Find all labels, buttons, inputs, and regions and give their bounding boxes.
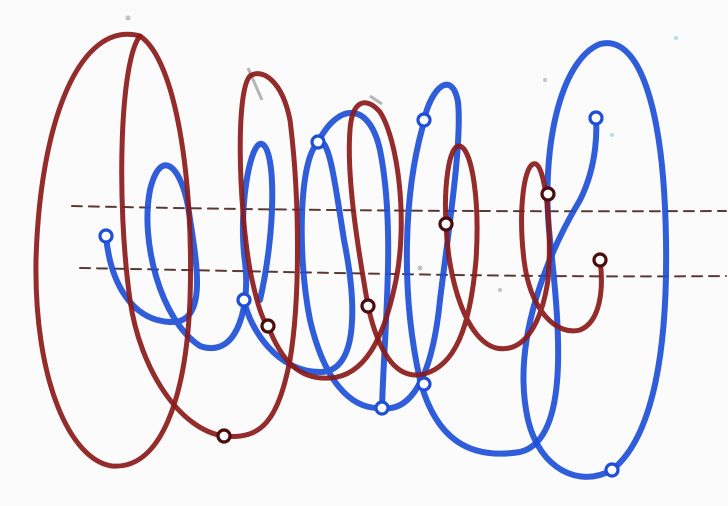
speck (418, 266, 423, 271)
red-endpoint-ring (594, 254, 606, 266)
speck (543, 78, 547, 82)
blue-endpoint-ring (590, 112, 602, 124)
blue-endpoint-ring (418, 378, 430, 390)
red-endpoint-ring (262, 320, 274, 332)
red-endpoint-ring (440, 218, 452, 230)
blue-endpoint-ring (606, 464, 618, 476)
blue-endpoint-ring (312, 136, 324, 148)
blue-endpoint-ring (418, 114, 430, 126)
speck (126, 16, 131, 21)
red-endpoint-ring (362, 300, 374, 312)
speck (498, 288, 502, 292)
speck (610, 133, 614, 137)
blue-endpoint-ring (238, 294, 250, 306)
blue-endpoint-ring (376, 402, 388, 414)
blue-endpoint-ring (100, 230, 112, 242)
red-endpoint-ring (542, 188, 554, 200)
red-endpoint-ring (218, 430, 230, 442)
speck (674, 36, 678, 40)
